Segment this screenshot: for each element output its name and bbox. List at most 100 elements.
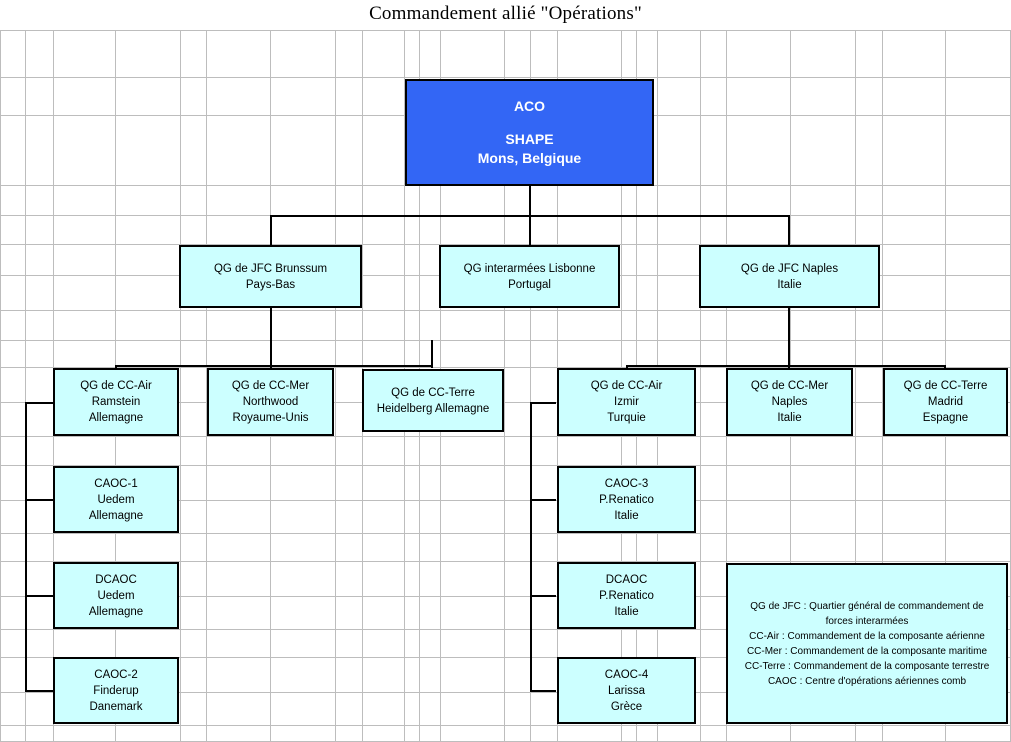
connector-drop-brunssum — [270, 215, 272, 246]
node-line: Turquie — [607, 412, 646, 424]
legend-line: forces interarmées — [825, 615, 909, 627]
gridline-v — [206, 30, 207, 742]
gridline-h — [0, 436, 1011, 437]
node-line: Pays-Bas — [245, 278, 296, 291]
connector-drop-cc-mer-naples — [788, 365, 790, 369]
connector-naples-bus — [626, 365, 945, 367]
connector-brunssum-drop — [270, 308, 272, 366]
gridline-v — [335, 30, 336, 742]
gridline-h — [0, 561, 1011, 562]
node-line: Finderup — [93, 684, 139, 697]
node-line: QG de JFC Brunssum — [213, 262, 328, 275]
connector-drop-cc-terre-heidelberg — [431, 340, 433, 368]
node-dcaoc-renatico[interactable]: DCAOC P.Renatico Italie — [557, 562, 696, 629]
node-line: QG de JFC Naples — [740, 262, 839, 275]
node-caoc-4[interactable]: CAOC-4 Larissa Grèce — [557, 657, 696, 724]
node-cc-air-izmir[interactable]: QG de CC-Air Izmir Turquie — [557, 368, 696, 436]
gridline-h — [0, 692, 1011, 693]
connector-izmir-out — [530, 402, 556, 404]
node-line: QG de CC-Air — [590, 380, 663, 392]
node-line: QG de CC-Terre — [903, 380, 988, 392]
connector-drop-cc-air-ramstein — [115, 365, 117, 369]
node-line: DCAOC — [605, 573, 648, 586]
connector-brunssum-bus — [115, 365, 432, 367]
node-line: Italie — [614, 509, 639, 522]
node-cc-air-ramstein[interactable]: QG de CC-Air Ramstein Allemagne — [53, 368, 179, 436]
gridline-h — [0, 340, 1011, 341]
node-line: DCAOC — [95, 573, 137, 586]
gridline-h — [0, 657, 1011, 658]
gridline-v — [530, 30, 531, 742]
gridline-h — [0, 500, 1011, 501]
node-line: CAOC-1 — [94, 477, 138, 490]
connector-drop-naples — [788, 215, 790, 246]
node-jfc-brunssum[interactable]: QG de JFC Brunssum Pays-Bas — [179, 245, 362, 308]
node-line: Espagne — [922, 412, 969, 424]
node-line: P.Renatico — [599, 493, 654, 506]
gridline-h — [0, 310, 1011, 311]
node-line: QG interarmées Lisbonne — [463, 262, 596, 275]
connector-naples-drop — [788, 308, 790, 366]
legend-line: QG de JFC : Quartier général de commande… — [750, 600, 984, 612]
legend-line: CC-Air : Commandement de la composante a… — [749, 630, 985, 642]
node-line: QG de CC-Mer — [231, 380, 310, 392]
gridline-v — [882, 30, 883, 742]
node-line: Italie — [777, 412, 802, 424]
node-line: Grèce — [610, 700, 643, 713]
node-line: CAOC-2 — [94, 668, 138, 681]
node-cc-mer-northwood[interactable]: QG de CC-Mer Northwood Royaume-Unis — [207, 368, 334, 436]
node-line: Portugal — [508, 278, 551, 291]
node-line: Northwood — [242, 396, 299, 408]
gridline-h — [0, 596, 1011, 597]
connector-drop-cc-air-izmir — [626, 365, 628, 369]
node-caoc-2[interactable]: CAOC-2 Finderup Danemark — [53, 657, 179, 724]
node-line: Allemagne — [88, 605, 144, 618]
gridline-v — [700, 30, 701, 742]
node-qg-interarmees-lisbonne[interactable]: QG interarmées Lisbonne Portugal — [439, 245, 620, 308]
node-line: Naples — [771, 396, 808, 408]
gridline-v — [25, 30, 26, 742]
gridline-v — [0, 30, 1, 742]
connector-drop-cc-mer-northwood — [270, 365, 272, 369]
node-cc-terre-madrid[interactable]: QG de CC-Terre Madrid Espagne — [883, 368, 1008, 436]
connector-stub-caoc1 — [25, 499, 53, 501]
gridline-v — [855, 30, 856, 742]
node-aco[interactable]: ACO SHAPE Mons, Belgique — [405, 79, 654, 186]
node-line: Allemagne — [88, 509, 144, 522]
gridline-h — [0, 367, 1011, 368]
node-line: Italie — [614, 605, 639, 618]
node-line: QG de CC-Air — [80, 380, 152, 392]
node-dcaoc-uedem[interactable]: DCAOC Uedem Allemagne — [53, 562, 179, 629]
node-aco-location: Mons, Belgique — [477, 150, 582, 166]
node-line: CAOC-4 — [604, 668, 649, 681]
gridline-h — [0, 77, 1011, 78]
connector-stub-caoc4 — [530, 690, 556, 692]
connector-right-spine — [530, 402, 532, 692]
page-title: Commandement allié "Opérations" — [369, 3, 642, 24]
node-cc-mer-naples[interactable]: QG de CC-Mer Naples Italie — [726, 368, 853, 436]
node-jfc-naples[interactable]: QG de JFC Naples Italie — [699, 245, 880, 308]
gridline-h — [0, 244, 1011, 245]
node-line: CAOC-3 — [604, 477, 649, 490]
connector-stub-caoc3 — [530, 499, 556, 501]
connector-left-spine — [25, 402, 27, 692]
connector-stub-dcaoc-uedem — [25, 595, 53, 597]
legend-box: QG de JFC : Quartier général de commande… — [726, 563, 1008, 724]
gridline-h — [0, 30, 1011, 31]
node-line: Heidelberg Allemagne — [376, 402, 490, 415]
node-caoc-1[interactable]: CAOC-1 Uedem Allemagne — [53, 466, 179, 533]
gridline-h — [0, 725, 1011, 726]
gridline-h — [0, 533, 1011, 534]
connector-drop-lisbonne — [529, 215, 531, 246]
gridline-h — [0, 465, 1011, 466]
node-aco-org: SHAPE — [505, 131, 554, 147]
connector-ramstein-out — [25, 402, 53, 404]
node-cc-terre-heidelberg[interactable]: QG de CC-Terre Heidelberg Allemagne — [362, 369, 504, 432]
node-line: Italie — [777, 278, 802, 291]
connector-drop-cc-terre-madrid — [944, 365, 946, 369]
node-line: Madrid — [927, 396, 964, 408]
legend-line: CAOC : Centre d'opérations aériennes com… — [767, 675, 967, 687]
node-line: Danemark — [89, 700, 143, 713]
node-caoc-3[interactable]: CAOC-3 P.Renatico Italie — [557, 466, 696, 533]
